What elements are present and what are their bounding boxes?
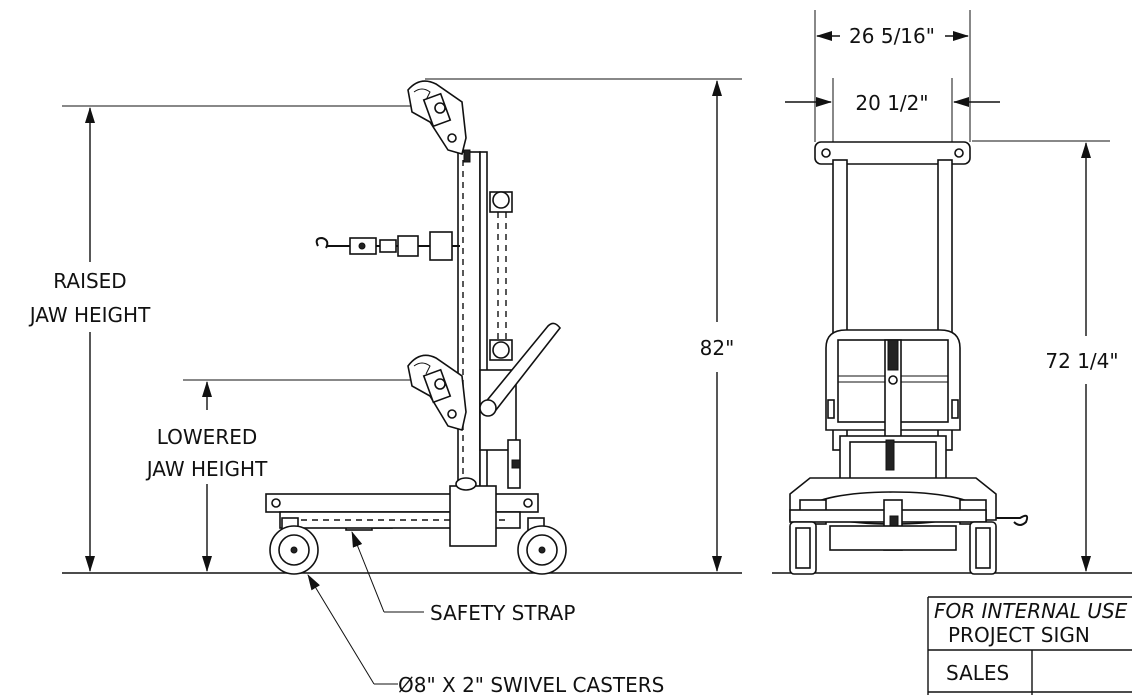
inner-width-label: 20 1/2" [855,91,928,115]
left-caster [269,517,319,575]
casters-label: Ø8" X 2" SWIVEL CASTERS [398,673,664,695]
safety-strap-label: SAFETY STRAP [430,601,575,625]
title-block-sales: SALES [946,661,1009,685]
safety-strap-leader [351,531,385,613]
title-block-project-sign: PROJECT SIGN [948,623,1090,647]
front-carriage [825,329,961,481]
front-left-caster-wheel [795,527,811,569]
lowered-label-line2: JAW HEIGHT [145,457,268,481]
title-block: FOR INTERNAL USE PROJECT SIGN SALES [927,596,1132,695]
raised-label-line2: JAW HEIGHT [28,303,151,327]
lowered-label-line1: LOWERED [157,425,258,449]
side-base-frame [265,477,539,547]
lower-jaw [407,354,467,432]
front-view: 26 5/16" 20 1/2" 72 1/4" [772,10,1132,575]
overall-height-label: 82" [700,336,735,360]
raised-label-line1: RAISED [53,269,126,293]
front-top-cap [814,141,971,165]
front-height-label: 72 1/4" [1045,349,1118,373]
pump-handle [479,322,562,417]
front-base [789,477,1029,551]
right-caster [517,517,567,575]
upper-strap [315,231,460,261]
front-base-lower [829,525,957,551]
side-view: RAISED JAW HEIGHT LOWERED JAW HEIGHT 82" [28,78,742,695]
outer-width-label: 26 5/16" [849,24,935,48]
upper-jaw [407,80,471,163]
title-block-internal-use: FOR INTERNAL USE [934,599,1128,623]
casters-leader [307,574,375,685]
front-right-caster-wheel [975,527,991,569]
